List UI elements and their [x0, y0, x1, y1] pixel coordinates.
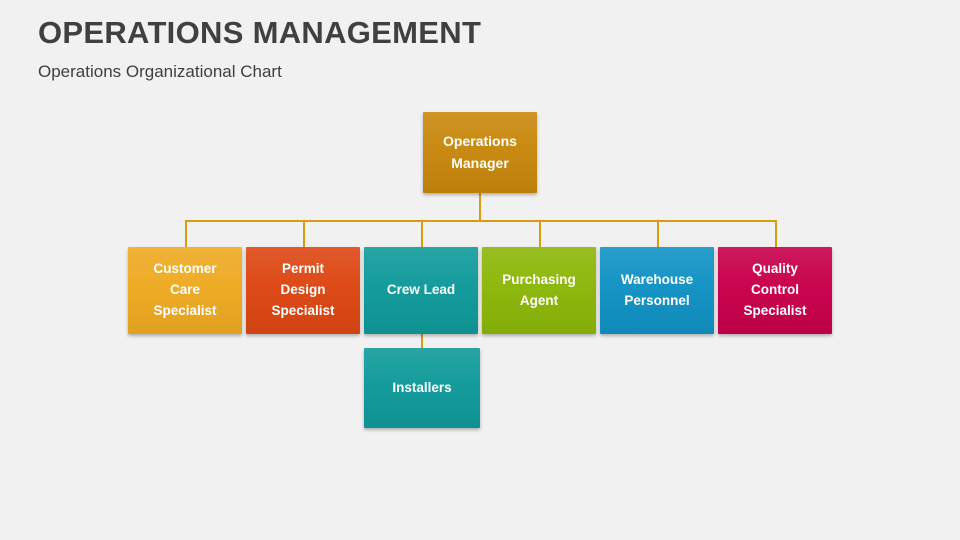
- page-title: OPERATIONS MANAGEMENT: [38, 15, 482, 50]
- org-node-label: Purchasing Agent: [502, 271, 576, 308]
- org-node-label: Quality Control Specialist: [743, 261, 807, 318]
- org-node-label: Installers: [392, 379, 452, 395]
- connector-drop-quality-control-specialist: [775, 220, 777, 247]
- connector-crew-lead-to-installers: [421, 334, 423, 348]
- org-node-operations-manager[interactable]: Operations Manager: [423, 112, 537, 193]
- org-node-label: Crew Lead: [386, 282, 456, 298]
- org-node-label: Customer Care Specialist: [153, 261, 217, 318]
- connector-drop-customer-care-specialist: [185, 220, 187, 247]
- connector-drop-warehouse-personnel: [657, 220, 659, 247]
- org-node-permit-design-specialist[interactable]: Permit Design Specialist: [246, 247, 360, 334]
- connector-root-stem: [479, 193, 481, 221]
- connector-drop-crew-lead: [421, 220, 423, 247]
- org-node-installers[interactable]: Installers: [364, 348, 480, 428]
- org-node-customer-care-specialist[interactable]: Customer Care Specialist: [128, 247, 242, 334]
- org-node-warehouse-personnel[interactable]: Warehouse Personnel: [600, 247, 714, 334]
- page-subtitle: Operations Organizational Chart: [38, 62, 282, 81]
- connector-drop-purchasing-agent: [539, 220, 541, 247]
- org-node-crew-lead[interactable]: Crew Lead: [364, 247, 478, 334]
- connector-horizontal-bus: [185, 220, 776, 222]
- org-node-purchasing-agent[interactable]: Purchasing Agent: [482, 247, 596, 334]
- connector-drop-permit-design-specialist: [303, 220, 305, 247]
- org-node-quality-control-specialist[interactable]: Quality Control Specialist: [718, 247, 832, 334]
- org-node-label: Permit Design Specialist: [271, 261, 335, 318]
- org-node-label: Warehouse Personnel: [620, 271, 694, 308]
- org-node-label: Operations Manager: [443, 132, 517, 171]
